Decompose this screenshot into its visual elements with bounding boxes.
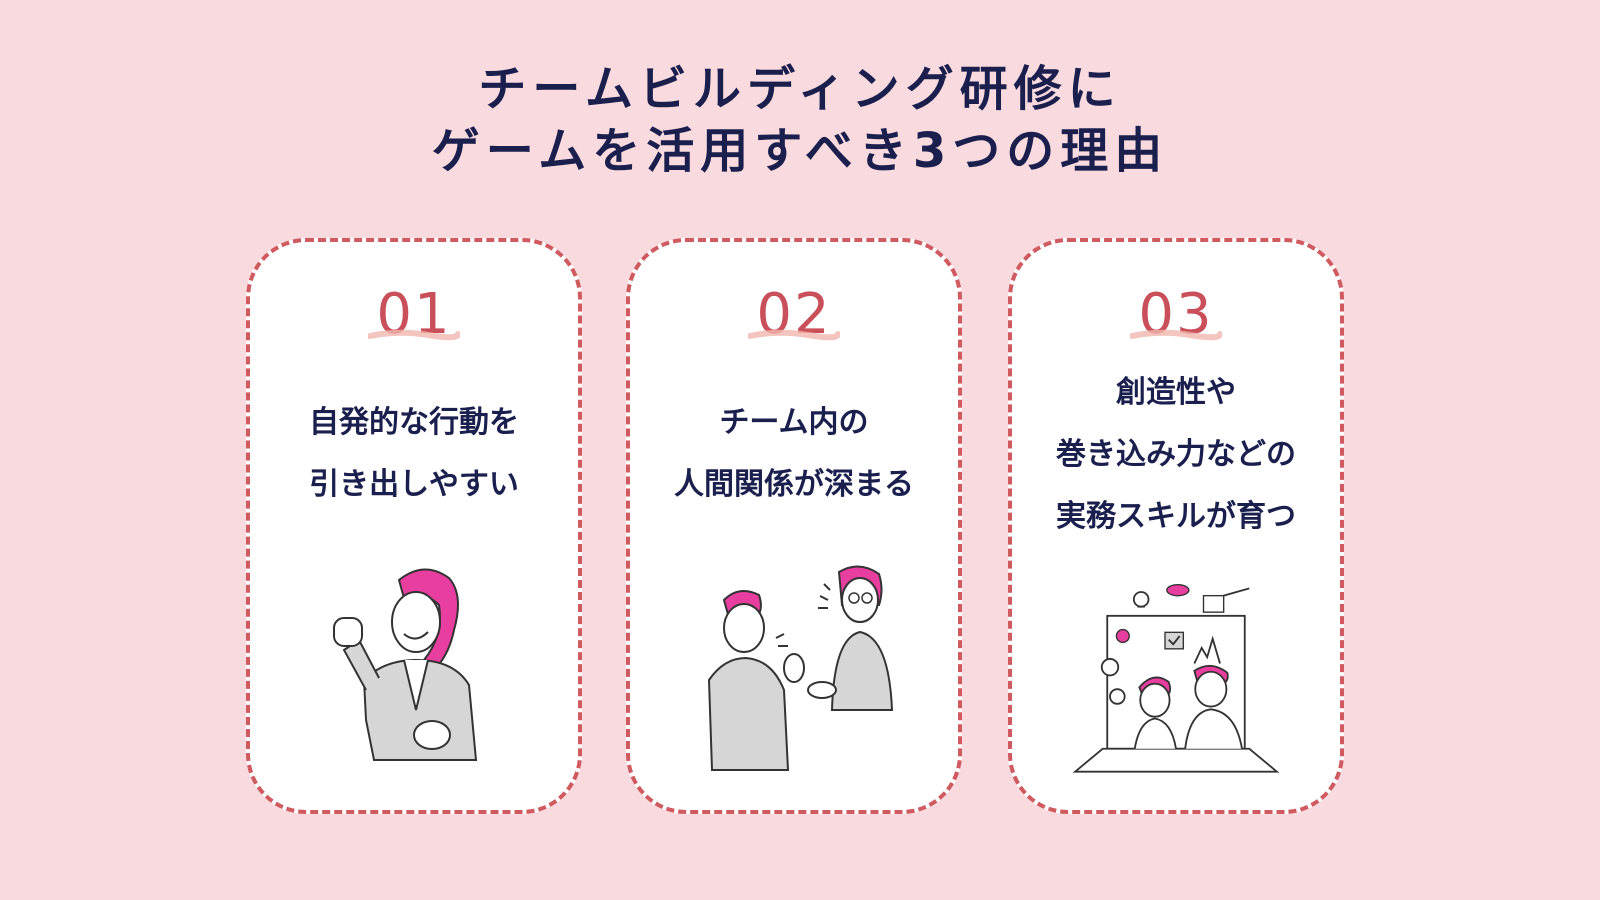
title-line-2: ゲームを活用すべき3つの理由 [431, 123, 1169, 179]
reason-line: チーム内の [719, 405, 869, 440]
reason-line: 実務スキルが育つ [1056, 499, 1296, 534]
brush-underline [1130, 329, 1222, 341]
reason-card-1: 01 自発的な行動を 引き出しやすい [246, 238, 582, 814]
reason-card-2: 02 チーム内の 人間関係が深まる [626, 238, 962, 814]
card-reason: 創造性や 巻き込み力などの 実務スキルが育つ [1012, 362, 1340, 548]
reason-line: 引き出しやすい [309, 467, 519, 502]
title-line-1: チームビルディング研修に [478, 61, 1122, 117]
brush-underline [748, 329, 840, 341]
reason-line: 自発的な行動を [309, 405, 519, 440]
reason-line: 巻き込み力などの [1056, 437, 1296, 472]
reason-card-3: 03 創造性や 巻き込み力などの 実務スキルが育つ [1008, 238, 1344, 814]
brush-underline [368, 329, 460, 341]
reason-line: 創造性や [1116, 375, 1236, 410]
reason-line: 人間関係が深まる [674, 467, 914, 502]
woman-fist-pump-illustration [333, 568, 478, 761]
card-reason: 自発的な行動を 引き出しやすい [250, 392, 578, 516]
laptop-collaboration-illustration [1072, 583, 1280, 773]
card-reason: チーム内の 人間関係が深まる [630, 392, 958, 516]
two-people-conversation-illustration [707, 565, 894, 771]
page-title: チームビルディング研修に ゲームを活用すべき3つの理由 [0, 58, 1600, 182]
